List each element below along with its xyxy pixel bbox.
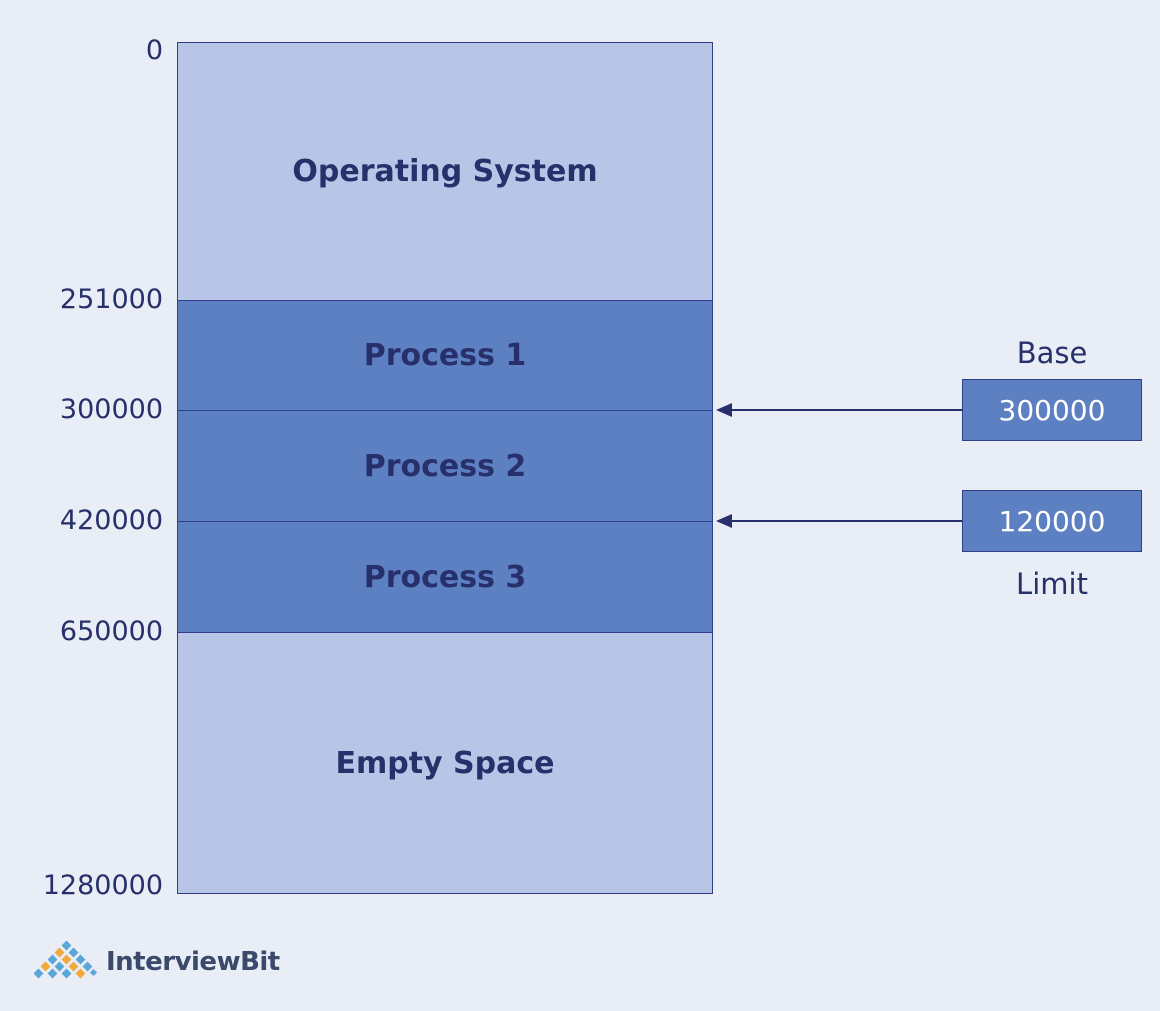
address-251000: 251000 (59, 284, 163, 315)
segment-label: Process 1 (363, 338, 527, 373)
limit-register-label: Limit (1016, 567, 1088, 601)
base-register-label: Base (1016, 336, 1088, 370)
address-300000: 300000 (59, 394, 163, 425)
limit-register-value: 120000 (998, 504, 1106, 538)
segment-label: Operating System (292, 154, 598, 189)
segment-process-1: Process 1 (177, 300, 713, 411)
limit-arrowhead (716, 514, 732, 528)
segment-label: Process 3 (363, 559, 527, 595)
base-register-box: 300000 (962, 379, 1142, 441)
interviewbit-logo: InterviewBit (34, 940, 280, 984)
segment-empty-space: Empty Space (177, 632, 713, 894)
segment-operating-system: Operating System (177, 42, 713, 301)
base-register-value: 300000 (998, 393, 1106, 427)
address-1280000: 1280000 (42, 870, 163, 901)
segment-process-3: Process 3 (177, 521, 713, 633)
address-650000: 650000 (59, 616, 163, 647)
logo-diamond-icon (34, 940, 98, 979)
base-arrowhead (716, 403, 732, 417)
logo-text: InterviewBit (106, 947, 280, 977)
address-0: 0 (145, 35, 163, 66)
segment-process-2: Process 2 (177, 410, 713, 522)
segment-label: Process 2 (363, 448, 527, 484)
limit-register-box: 120000 (962, 490, 1142, 552)
segment-label: Empty Space (335, 745, 555, 781)
address-420000: 420000 (59, 505, 163, 536)
